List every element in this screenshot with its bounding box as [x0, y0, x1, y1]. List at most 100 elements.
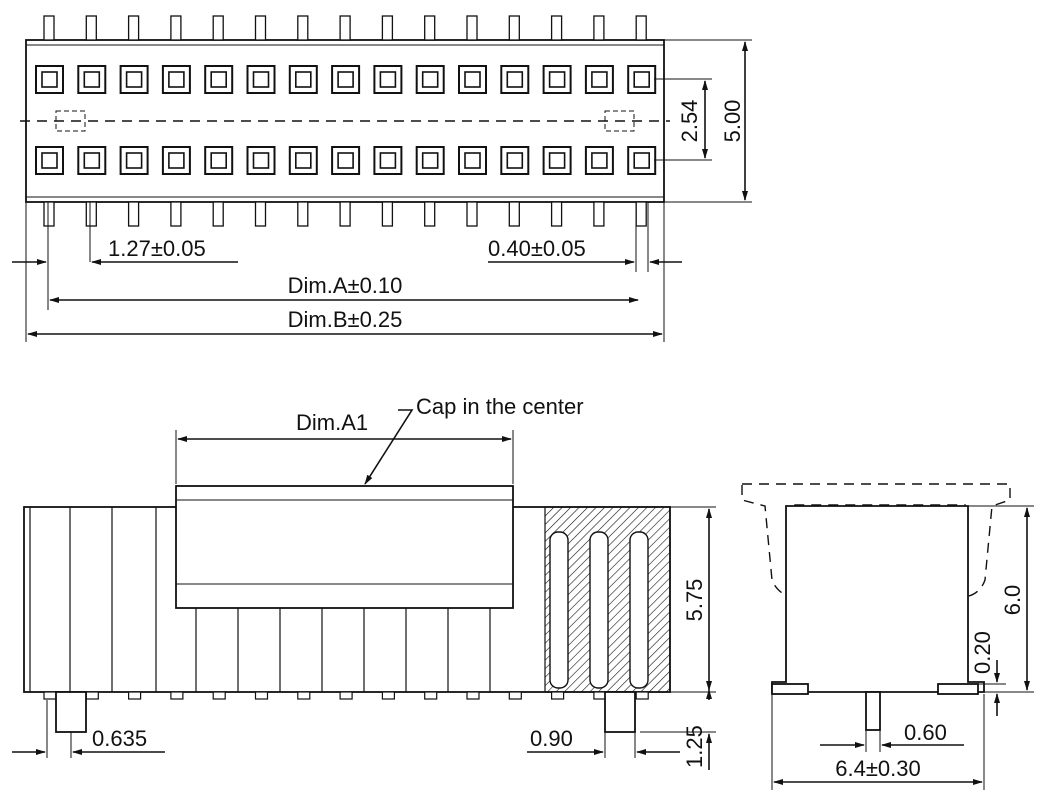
lead-top: [550, 15, 563, 41]
side-body: [771, 505, 985, 693]
contact-window-inner: [83, 71, 101, 88]
contact-window-inner: [294, 152, 312, 169]
lead-bottom: [212, 201, 224, 227]
foot-left: [771, 683, 809, 695]
lead-top: [424, 15, 436, 41]
contact-window-inner: [548, 71, 566, 88]
lead-top: [593, 15, 605, 41]
contact-window: [246, 65, 276, 94]
top-view: [20, 15, 670, 227]
pin-foot: [170, 691, 184, 700]
lead-top: [170, 15, 182, 41]
lead-bottom: [550, 201, 563, 227]
lead-bottom: [43, 201, 55, 227]
lead-top: [297, 15, 309, 41]
cap: [175, 485, 514, 609]
contact-window-inner: [379, 152, 397, 169]
pin-foot: [212, 691, 226, 700]
contact-window-inner: [464, 71, 481, 88]
front-view: [23, 485, 671, 733]
contact-window: [246, 146, 276, 175]
contact-slot-1: [549, 531, 569, 689]
contact-window-inner: [41, 152, 58, 169]
front-dimensions: Dim.A1 Cap in the center 5.75 1.25 0.635…: [12, 394, 716, 770]
contact-window-inner: [168, 71, 185, 88]
pin-foot: [508, 691, 522, 700]
contact-slot-2: [589, 531, 609, 689]
lead-bottom: [339, 201, 351, 227]
contact-window-inner: [421, 71, 439, 88]
lead-top: [43, 15, 55, 41]
lead-top: [381, 15, 394, 41]
lead-bottom: [424, 201, 436, 227]
pin-array: [35, 15, 657, 227]
lead-top: [85, 15, 97, 41]
dim-b-label: Dim.B±0.25: [288, 307, 403, 332]
side-view: [741, 483, 1011, 731]
tail-right: [604, 691, 636, 733]
lead-bottom: [170, 201, 182, 227]
dim-a1-label: Dim.A1: [296, 410, 368, 435]
pin-foot: [254, 691, 269, 700]
lead-bottom: [381, 201, 394, 227]
contact-window-inner: [633, 152, 651, 169]
contact-slot-3: [629, 531, 649, 689]
pin-foot: [43, 691, 57, 700]
pin-width-label: 0.40±0.05: [488, 236, 586, 261]
contact-window-inner: [168, 152, 185, 169]
cap-outline: [741, 483, 1011, 598]
side-dimensions: 6.0 0.20 0.60 6.4±0.30: [771, 505, 1034, 790]
contact-window-inner: [125, 152, 143, 169]
pinw-label: 0.60: [904, 720, 947, 745]
tail-label: 1.25: [682, 725, 707, 768]
foot-right: [937, 683, 979, 695]
side-height-label: 6.0: [1000, 585, 1025, 616]
lead-bottom: [85, 201, 97, 227]
contact-window-inner: [506, 152, 524, 169]
lead-top: [508, 15, 520, 41]
pin-foot: [381, 691, 395, 700]
lead-bottom: [508, 201, 520, 227]
contact-window-inner: [210, 71, 227, 88]
top-dimensions: 1.27±0.05 0.40±0.05 Dim.A±0.10 Dim.B±0.2…: [12, 39, 752, 342]
lead-bottom: [127, 201, 140, 227]
lead-bottom: [297, 201, 309, 227]
contact-window-inner: [83, 152, 101, 169]
contact-window-inner: [548, 152, 566, 169]
contact-window-inner: [210, 152, 227, 169]
lead-top: [212, 15, 224, 41]
contact-window-inner: [252, 152, 270, 169]
pin-foot: [297, 691, 311, 700]
height-label: 5.75: [682, 579, 707, 622]
pitch2-label: 0.90: [530, 726, 573, 751]
footprint-label: 6.4±0.30: [835, 756, 920, 781]
pin-foot: [466, 691, 480, 700]
lead-top: [254, 15, 267, 41]
contact-window-inner: [633, 71, 651, 88]
front-feet: [43, 691, 649, 700]
peg-left: [55, 110, 86, 132]
lead-top: [127, 15, 140, 41]
pin-foot: [424, 691, 438, 700]
cap-leader: [364, 409, 414, 485]
tail-left: [55, 691, 87, 733]
lead-bottom: [593, 201, 605, 227]
contact-window-inner: [252, 71, 270, 88]
contact-window-inner: [506, 71, 524, 88]
contact-window-inner: [421, 152, 439, 169]
contact-window-inner: [41, 71, 58, 88]
contact-window-inner: [464, 152, 481, 169]
lead-bottom: [635, 201, 647, 227]
contact-window-inner: [294, 71, 312, 88]
width-label: 5.00: [720, 100, 745, 143]
lead-top: [635, 15, 647, 41]
pin-foot: [339, 691, 353, 700]
dim-a-label: Dim.A±0.10: [288, 273, 403, 298]
lead-bottom: [254, 201, 267, 227]
pitch-label: 1.27±0.05: [108, 236, 206, 261]
row-pitch-label: 2.54: [677, 100, 702, 143]
contact-window-inner: [379, 71, 397, 88]
pin-foot: [550, 691, 565, 700]
front-slats: [29, 507, 491, 692]
